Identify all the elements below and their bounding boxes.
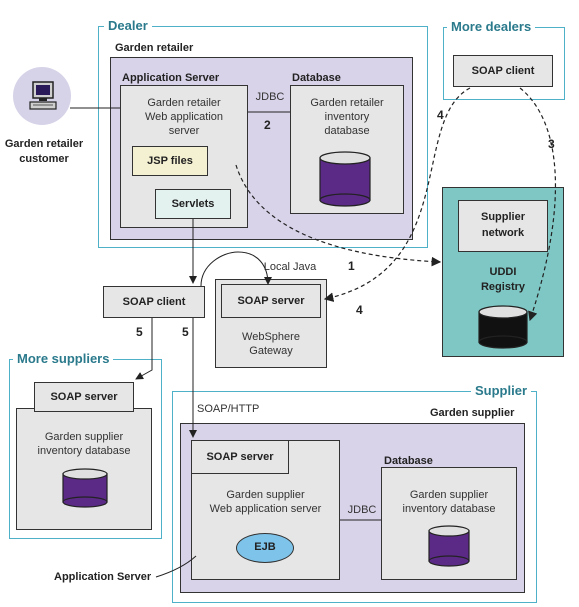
step-5-right: 5 — [182, 325, 189, 339]
local-java-connector — [200, 251, 272, 287]
dealer-soap-client[interactable]: SOAP client — [103, 286, 205, 318]
uddi-title-line1: UDDI — [489, 266, 517, 278]
supplier-soap-server[interactable]: SOAP server — [191, 440, 289, 474]
retailer-jdbc-label: JDBC — [255, 91, 285, 103]
retailer-db-line2: inventory — [324, 111, 370, 123]
customer-label-line2: customer — [19, 153, 69, 165]
step-4-connector — [323, 87, 471, 302]
retailer-database-box — [290, 85, 404, 214]
supplier-database-title: Database — [384, 455, 433, 467]
step-3-connector — [519, 87, 556, 322]
gateway-soap-server[interactable]: SOAP server — [221, 284, 321, 318]
step-1-connector — [235, 164, 442, 267]
more-suppliers-database-cylinder — [62, 468, 108, 508]
supplier-app-line2: Web application server — [209, 503, 322, 515]
gateway-line1: WebSphere — [242, 331, 300, 343]
more-suppliers-line2: inventory database — [37, 445, 131, 457]
dealer-region — [98, 26, 428, 248]
retailer-app-line2: Web application — [144, 111, 224, 123]
more-suppliers-region-title: More suppliers — [13, 351, 114, 366]
supplier-db-line2: inventory database — [402, 503, 496, 515]
supplier-network-line2: network — [481, 227, 525, 239]
local-java-label: Local Java — [263, 261, 317, 273]
supplier-region-title: Supplier — [471, 383, 532, 398]
app-server-label-pointer — [155, 555, 197, 578]
supplier-network-box[interactable] — [458, 200, 548, 252]
more-suppliers-soap-server[interactable]: SOAP server — [34, 382, 134, 412]
supplier-jdbc-label: JDBC — [347, 504, 377, 516]
supplier-app-line1: Garden supplier — [226, 489, 305, 501]
retailer-app-line1: Garden retailer — [147, 97, 221, 109]
jsp-files-box[interactable]: JSP files — [132, 146, 208, 176]
supplier-database-cylinder — [428, 525, 470, 567]
step-4-lower: 4 — [356, 303, 363, 317]
uddi-database-cylinder — [478, 305, 528, 349]
uddi-title-line2: Registry — [480, 281, 526, 293]
supplier-app-server-label: Application Server — [54, 571, 152, 583]
more-dealers-region-title: More dealers — [447, 19, 536, 34]
supplier-region — [172, 391, 537, 603]
computer-user-icon — [29, 81, 57, 110]
retailer-database-cylinder — [319, 151, 371, 207]
retailer-app-line3: server — [168, 125, 200, 137]
retailer-db-line1: Garden retailer — [310, 97, 384, 109]
more-suppliers-line1: Garden supplier — [44, 431, 124, 443]
retailer-database-title: Database — [292, 72, 341, 84]
supplier-network-line1: Supplier — [480, 211, 525, 223]
dealer-region-title: Dealer — [104, 18, 152, 33]
servlets-box[interactable]: Servlets — [155, 189, 231, 219]
supplier-db-line1: Garden supplier — [409, 489, 489, 501]
ejb-label: EJB — [254, 541, 276, 553]
garden-supplier-title: Garden supplier — [430, 407, 515, 419]
app-server-title: Application Server — [122, 72, 220, 84]
garden-retailer-title: Garden retailer — [115, 42, 194, 54]
step-5-left: 5 — [136, 325, 143, 339]
more-dealers-soap-client[interactable]: SOAP client — [453, 55, 553, 87]
step-1: 1 — [348, 259, 355, 273]
ejb-ellipse[interactable] — [236, 533, 294, 563]
retailer-db-line3: database — [324, 125, 370, 137]
gateway-line2: Gateway — [249, 345, 293, 357]
step-4-upper: 4 — [437, 108, 444, 122]
customer-label-line1: Garden retailer — [4, 138, 84, 150]
step-2: 2 — [264, 118, 271, 132]
soap-http-label: SOAP/HTTP — [197, 403, 260, 415]
step-5-left-connector — [135, 318, 153, 380]
